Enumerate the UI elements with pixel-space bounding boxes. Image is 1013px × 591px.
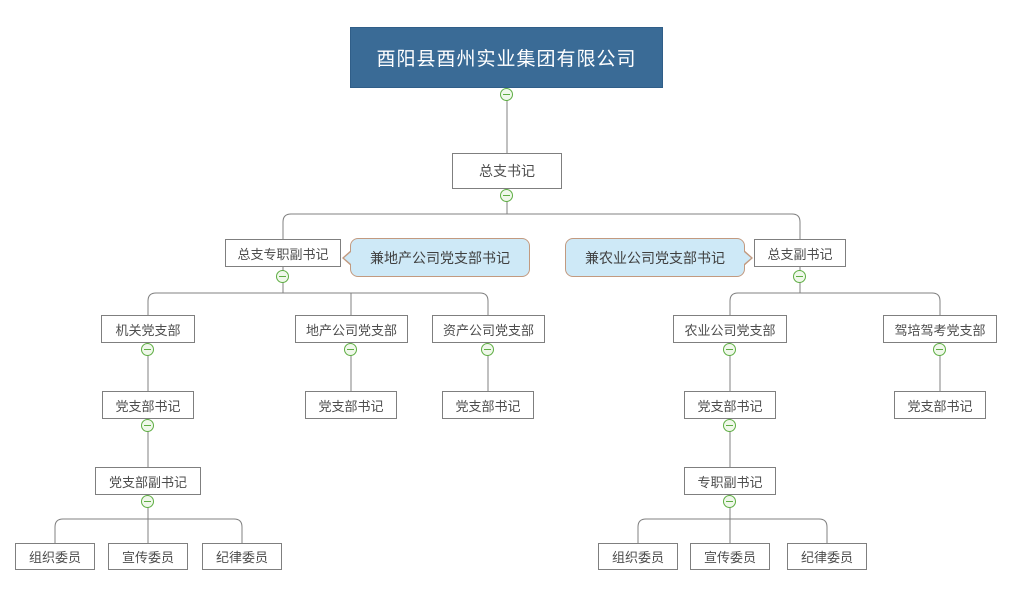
node-asset-party-branch[interactable]: 资产公司党支部 (432, 315, 545, 343)
collapse-button-fulltime-deputy-secretary[interactable] (276, 270, 289, 283)
minus-icon (347, 348, 354, 351)
node-realestate-party-branch[interactable]: 地产公司党支部 (295, 315, 408, 343)
minus-icon (503, 194, 510, 197)
collapse-button-branch-secretary-agriculture[interactable] (723, 419, 736, 432)
connector-line (729, 292, 941, 315)
callout-realestate-branch-secretary[interactable]: 兼地产公司党支部书记 (342, 238, 530, 277)
minus-icon (484, 348, 491, 351)
minus-icon (144, 348, 151, 351)
collapse-button-driving-branch[interactable] (933, 343, 946, 356)
node-branch-secretary-agriculture[interactable]: 党支部书记 (684, 391, 776, 419)
minus-icon (279, 275, 286, 278)
node-branch-deputy-secretary[interactable]: 党支部副书记 (95, 467, 201, 495)
connector-line (637, 518, 828, 543)
callout-agriculture-branch-secretary[interactable]: 兼农业公司党支部书记 (565, 238, 753, 277)
callout-label: 兼农业公司党支部书记 (585, 249, 725, 266)
node-deputy-secretary[interactable]: 总支副书记 (754, 239, 846, 267)
callout-arrow-right-icon (744, 249, 753, 266)
collapse-button-branch-secretary-office[interactable] (141, 419, 154, 432)
node-general-branch-secretary[interactable]: 总支书记 (452, 153, 562, 189)
node-company-root[interactable]: 酉阳县酉州实业集团有限公司 (350, 27, 663, 88)
collapse-button-realestate-branch[interactable] (344, 343, 357, 356)
node-discipline-member-left[interactable]: 纪律委员 (202, 543, 282, 570)
callout-label: 兼地产公司党支部书记 (370, 249, 510, 266)
collapse-button-root[interactable] (500, 88, 513, 101)
collapse-button-agriculture-branch[interactable] (723, 343, 736, 356)
connector-line (54, 518, 243, 543)
node-publicity-member-right[interactable]: 宣传委员 (690, 543, 770, 570)
callout-arrow-left-icon (342, 249, 351, 266)
collapse-button-office-branch[interactable] (141, 343, 154, 356)
connector-line (282, 213, 801, 239)
node-publicity-member-left[interactable]: 宣传委员 (108, 543, 188, 570)
node-branch-secretary-realestate[interactable]: 党支部书记 (305, 391, 397, 419)
collapse-button-deputy-secretary[interactable] (793, 270, 806, 283)
node-driving-party-branch[interactable]: 驾培驾考党支部 (883, 315, 997, 343)
node-organization-member-left[interactable]: 组织委员 (15, 543, 95, 570)
minus-icon (503, 93, 510, 96)
collapse-button-branch-deputy-secretary[interactable] (141, 495, 154, 508)
node-organization-member-right[interactable]: 组织委员 (598, 543, 678, 570)
minus-icon (144, 424, 151, 427)
collapse-button-general-secretary[interactable] (500, 189, 513, 202)
collapse-button-asset-branch[interactable] (481, 343, 494, 356)
minus-icon (726, 424, 733, 427)
minus-icon (726, 348, 733, 351)
node-office-party-branch[interactable]: 机关党支部 (101, 315, 195, 343)
minus-icon (144, 500, 151, 503)
node-branch-secretary-asset[interactable]: 党支部书记 (442, 391, 534, 419)
node-fulltime-deputy-secretary[interactable]: 总支专职副书记 (225, 239, 341, 267)
minus-icon (796, 275, 803, 278)
collapse-button-fulltime-deputy[interactable] (723, 495, 736, 508)
node-fulltime-deputy[interactable]: 专职副书记 (684, 467, 776, 495)
node-agriculture-party-branch[interactable]: 农业公司党支部 (673, 315, 787, 343)
minus-icon (726, 500, 733, 503)
connector-line (147, 292, 489, 315)
node-discipline-member-right[interactable]: 纪律委员 (787, 543, 867, 570)
node-branch-secretary-office[interactable]: 党支部书记 (102, 391, 194, 419)
minus-icon (936, 348, 943, 351)
node-branch-secretary-driving[interactable]: 党支部书记 (894, 391, 986, 419)
